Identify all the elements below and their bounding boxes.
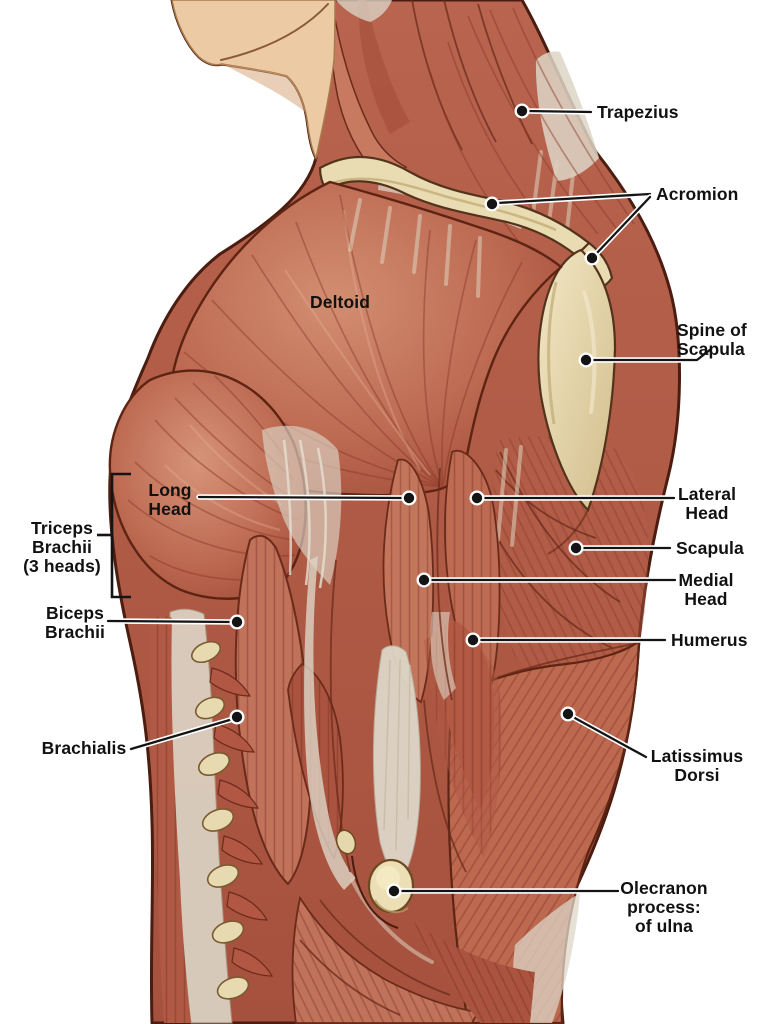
marker-dot-acromion [486, 198, 498, 210]
marker-dot-trapezius [516, 105, 528, 117]
leader-layer [97, 103, 714, 899]
serratus-muscles [209, 667, 274, 977]
marker-dot-acromion [586, 252, 598, 264]
leader-line-acromion [495, 192, 652, 205]
leader-line-biceps-brachii [106, 619, 234, 624]
marker-dot-olecranon-process [388, 885, 400, 897]
forearm-muscles [291, 855, 535, 1024]
leader-line-spine-of-scapula [589, 347, 713, 362]
leader-line-brachialis [129, 717, 235, 751]
marker-dot-brachialis [231, 711, 243, 723]
leader-line-long-head [197, 495, 406, 500]
marker-dot-scapula [570, 542, 582, 554]
triceps-tendon [372, 645, 421, 883]
scapula-bone [537, 248, 617, 555]
deltopectoral-fascia [262, 425, 342, 589]
clavicle-bone [318, 155, 591, 263]
leader-line-acromion [593, 195, 652, 257]
marker-dot-medial-head [418, 574, 430, 586]
leader-line-trapezius [525, 109, 593, 114]
triceps-long-head-muscle [382, 458, 435, 704]
jawline [220, 3, 329, 61]
marker-dot-lateral-head [471, 492, 483, 504]
biceps-tendon-fascia [304, 556, 356, 890]
epicondyle-bone [335, 829, 357, 855]
marker-dot-humerus [467, 634, 479, 646]
rib-cage [149, 608, 274, 1024]
marker-dot-long-head [403, 492, 415, 504]
leader-line-latissimus-dorsi [571, 715, 648, 759]
marker-dot-spine-of-scapula [580, 354, 592, 366]
biceps-muscle [234, 534, 313, 886]
infraspinatus-teres-muscles [492, 436, 648, 712]
marker-dot-latissimus-dorsi [562, 708, 574, 720]
marker-dot-biceps-brachii [231, 616, 243, 628]
nape-fascia [535, 51, 599, 181]
head-skin [171, 0, 336, 161]
